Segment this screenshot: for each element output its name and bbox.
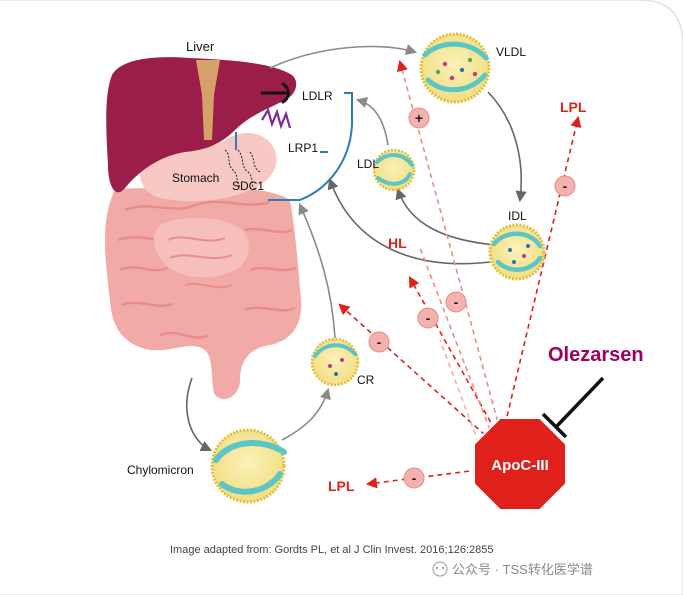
ldl-label: LDL: [357, 157, 379, 171]
olezarsen-label: Olezarsen: [548, 344, 644, 366]
intestine: [105, 188, 302, 400]
badge-minus-lpl-top: -: [554, 175, 576, 197]
cr-label: CR: [357, 373, 375, 387]
wechat-icon: [432, 561, 448, 577]
effect-badges: + - - - - -: [368, 107, 576, 489]
svg-text:-: -: [377, 334, 382, 350]
ldlr-receptor: LDLR: [260, 82, 333, 104]
lpl-bottom-label: LPL: [328, 478, 355, 494]
svg-text:-: -: [426, 310, 431, 326]
svg-text:-: -: [563, 178, 568, 194]
badge-plus-vldl: +: [408, 107, 430, 129]
arrow-ldl-to-ldlr: [355, 97, 389, 146]
arrow-vldl-to-idl: [487, 91, 527, 203]
arrow-apoc3-to-cr: [338, 303, 486, 436]
lrp1-receptor: LRP1: [261, 107, 318, 155]
cr-particle: CR: [310, 337, 375, 387]
lrp1-label: LRP1: [288, 141, 318, 155]
sdc1-receptor: SDC1: [224, 149, 264, 193]
arrow-cr-to-liver: [298, 202, 336, 339]
arrow-apoc3-to-lpl-top: [504, 115, 582, 426]
badge-minus-hl: -: [417, 307, 439, 329]
svg-text:+: +: [415, 110, 423, 126]
sdc1-label: SDC1: [232, 179, 264, 193]
arrow-idl-to-liver: [327, 177, 491, 265]
svg-text:-: -: [454, 294, 459, 310]
olezarsen-inhibitor: Olezarsen: [541, 344, 644, 439]
idl-particle: IDL: [488, 209, 546, 281]
liver: Liver: [106, 39, 297, 193]
arrow-idl-to-ldl: [395, 187, 496, 246]
apoc3-label: ApoC-III: [491, 457, 549, 474]
watermark: 公众号 · TSS转化医学谱: [432, 561, 593, 577]
arrow-chylomicron-to-cr: [281, 387, 331, 441]
apoc3-stop-sign: ApoC-III: [473, 417, 567, 511]
hl-label: HL: [388, 235, 407, 251]
arrow-apoc3-to-hl: [408, 276, 496, 431]
badge-minus-idl: -: [445, 291, 467, 313]
ldl-particle: LDL: [357, 148, 416, 192]
idl-label: IDL: [508, 209, 527, 223]
lpl-top-label: LPL: [560, 99, 587, 115]
arrow-apoc3-to-idl-clearance: [419, 247, 491, 431]
badge-minus-lpl-bottom: -: [403, 467, 425, 489]
liver-label: Liver: [186, 39, 215, 54]
metabolic-pathway-arrows: [186, 44, 527, 452]
chylomicron-particle: Chylomicron: [127, 428, 287, 504]
stomach-label: Stomach: [172, 171, 219, 185]
badge-minus-cr: -: [368, 331, 390, 353]
arrow-liver-to-vldl: [269, 44, 418, 69]
vldl-particle: VLDL: [419, 32, 526, 104]
arrow-intestine-to-chylomicron: [186, 377, 213, 452]
ldlr-label: LDLR: [302, 89, 333, 103]
chylomicron-label: Chylomicron: [127, 463, 194, 477]
image-credit: Image adapted from: Gordts PL, et al J C…: [170, 544, 493, 556]
vldl-label: VLDL: [496, 45, 526, 59]
hepatic-uptake-membrane: [268, 92, 353, 201]
svg-text:-: -: [412, 470, 417, 486]
svg-text:公众号 · TSS转化医学谱: 公众号 · TSS转化医学谱: [452, 562, 593, 577]
